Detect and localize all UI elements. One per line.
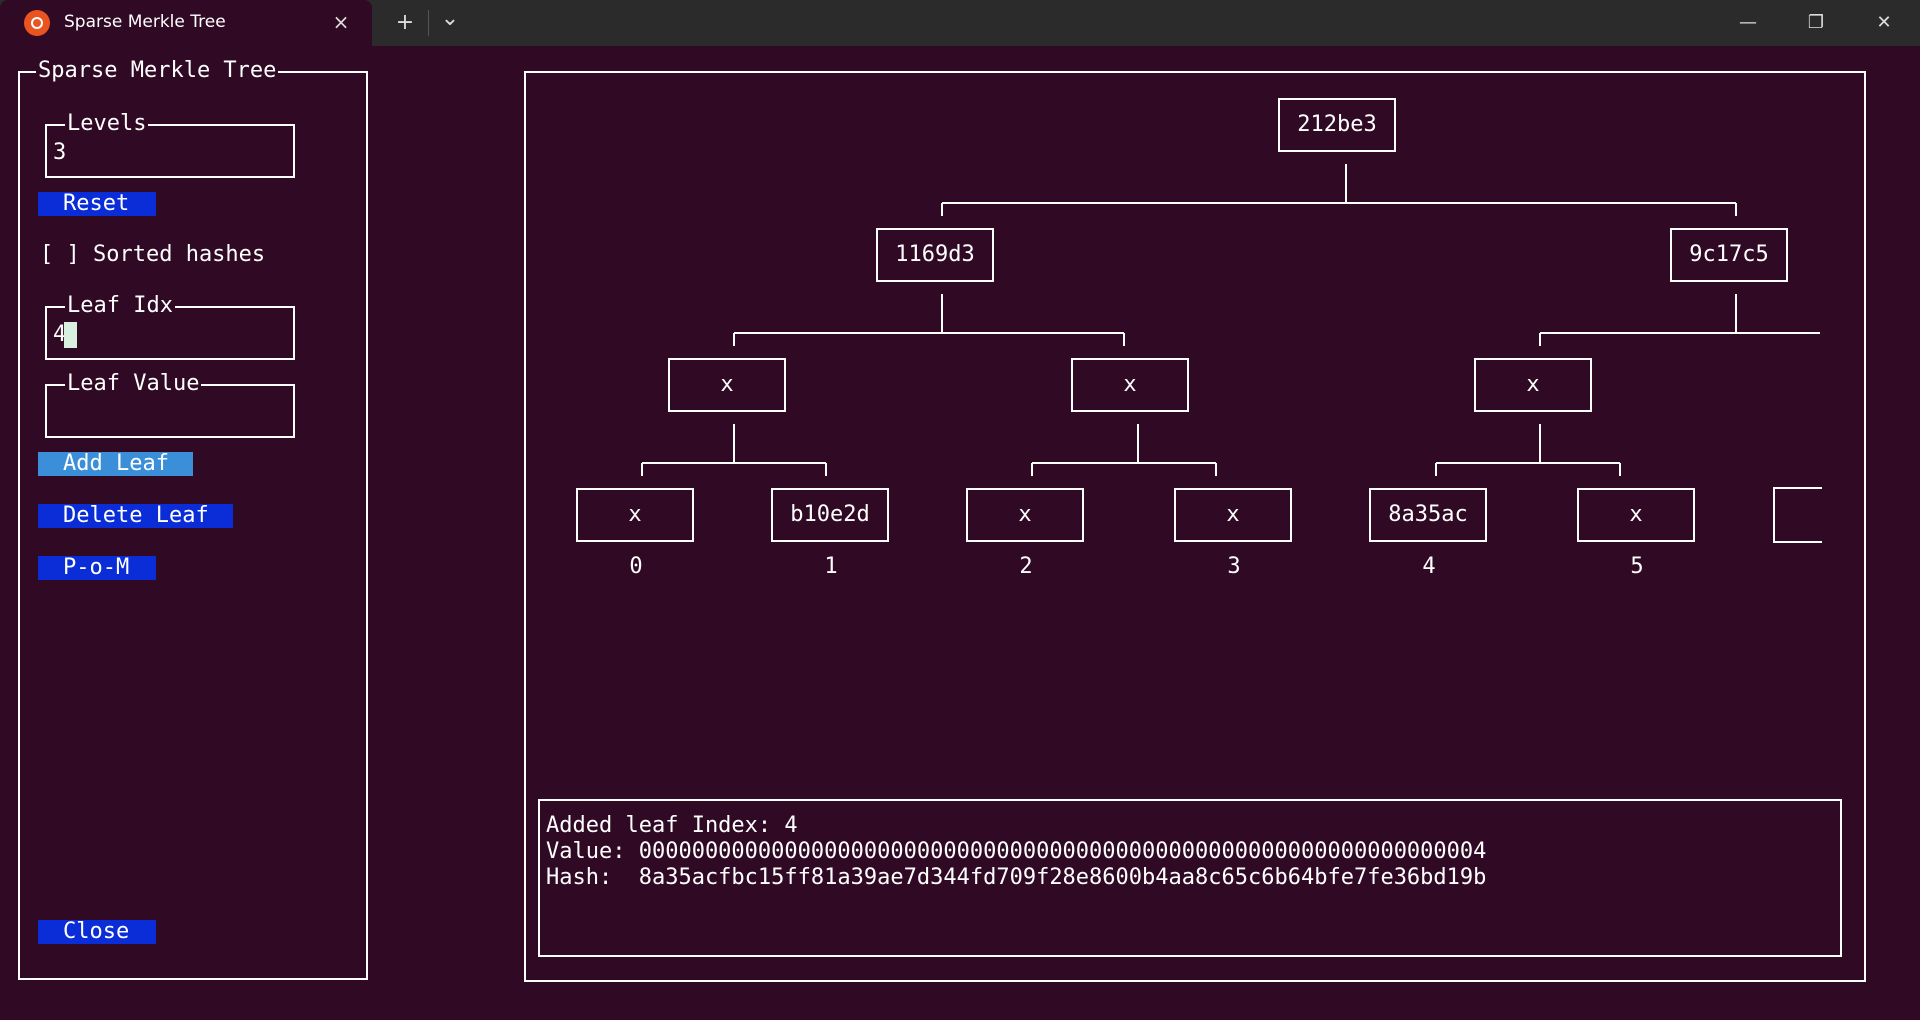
restore-icon[interactable]: ❐ [1807, 12, 1825, 33]
leaf-index-label: 4 [1422, 554, 1436, 579]
leaf-idx-field[interactable]: Leaf Idx 4 [45, 294, 295, 360]
leaf-idx-value: 4 [53, 322, 78, 348]
tree-panel: 212be3 1169d3 9c17c5 x x x x b10e2d x x … [524, 71, 1866, 982]
tree-leaf: 8a35ac [1369, 488, 1487, 542]
tab-title: Sparse Merkle Tree [64, 12, 226, 32]
tab-close-icon[interactable]: × [332, 10, 350, 34]
leaf-index-label: 5 [1630, 554, 1644, 579]
tree-leaf: x [966, 488, 1084, 542]
leaf-idx-label: Leaf Idx [65, 293, 175, 318]
titlebar-separator [428, 10, 429, 36]
text-cursor [64, 322, 78, 348]
tree-node-level2: x [1474, 358, 1592, 412]
close-button[interactable]: Close [38, 920, 156, 944]
tree-leaf: x [1174, 488, 1292, 542]
add-leaf-button[interactable]: Add Leaf [38, 452, 193, 476]
log-line-index: Added leaf Index: 4 [546, 813, 798, 838]
reset-button[interactable]: Reset [38, 192, 156, 216]
new-tab-icon[interactable]: + [395, 10, 415, 35]
control-panel: Sparse Merkle Tree Levels 3 Reset [ ] So… [18, 59, 368, 980]
leaf-value-label: Leaf Value [65, 371, 202, 396]
log-line-hash: Hash: 8a35acfbc15ff81a39ae7d344fd709f28e… [546, 865, 1487, 890]
chevron-down-icon[interactable]: ⌄ [440, 6, 460, 31]
terminal-tab[interactable]: Sparse Merkle Tree × [0, 0, 372, 46]
output-log: Added leaf Index: 4 Value: 0000000000000… [538, 799, 1842, 957]
window-titlebar: Sparse Merkle Tree × + ⌄ — ❐ ✕ [0, 0, 1920, 46]
log-line-value: Value: 000000000000000000000000000000000… [546, 839, 1487, 864]
tree-node-level2: x [668, 358, 786, 412]
leaf-value-field[interactable]: Leaf Value [45, 372, 295, 438]
tree-node-level2: x [1071, 358, 1189, 412]
leaf-index-label: 0 [629, 554, 643, 579]
pom-button[interactable]: P-o-M [38, 556, 156, 580]
close-window-icon[interactable]: ✕ [1876, 12, 1892, 33]
tree-leaf: b10e2d [771, 488, 889, 542]
levels-value: 3 [53, 140, 67, 165]
tree-leaf: x [576, 488, 694, 542]
ubuntu-logo-icon [24, 10, 50, 36]
leaf-idx-text: 4 [53, 322, 67, 347]
tree-node-root: 212be3 [1278, 98, 1396, 152]
tree-node-level1: 1169d3 [876, 228, 994, 282]
tree-connectors [641, 164, 1822, 543]
leaf-index-label: 2 [1019, 554, 1033, 579]
leaf-index-label: 3 [1227, 554, 1241, 579]
delete-leaf-button[interactable]: Delete Leaf [38, 504, 233, 528]
levels-label: Levels [65, 111, 149, 136]
leaf-index-label: 1 [824, 554, 838, 579]
tree-leaf: x [1577, 488, 1695, 542]
minimize-icon[interactable]: — [1739, 12, 1757, 33]
tree-node-level1: 9c17c5 [1670, 228, 1788, 282]
panel-title: Sparse Merkle Tree [36, 58, 279, 83]
levels-field[interactable]: Levels 3 [45, 112, 295, 178]
sorted-hashes-checkbox[interactable]: [ ] Sorted hashes [40, 242, 266, 267]
